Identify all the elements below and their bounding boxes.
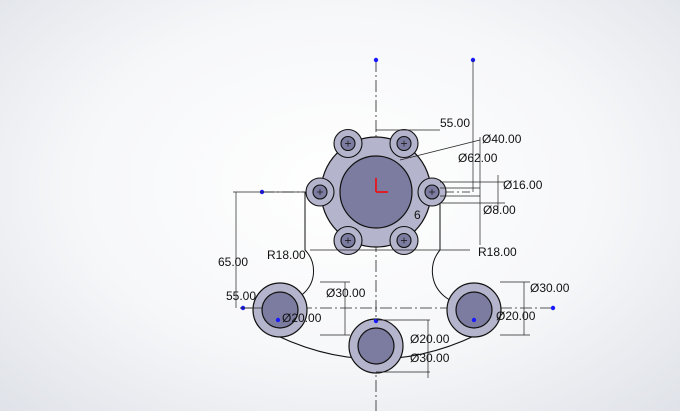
dim-fillet-left[interactable]: R18.00 xyxy=(267,248,306,262)
bolt-hole[interactable] xyxy=(389,225,419,256)
dim-hub-outer-dia[interactable]: Ø62.00 xyxy=(458,151,498,165)
dimension-lines xyxy=(233,60,530,378)
center-mark-icon xyxy=(401,140,407,147)
bolt-hole[interactable] xyxy=(417,177,447,207)
dim-bottom-inner-dia[interactable]: Ø20.00 xyxy=(410,332,450,346)
center-mark-icon xyxy=(345,140,351,147)
center-mark-icon xyxy=(317,189,323,195)
dim-bottom-outer-dia[interactable]: Ø30.00 xyxy=(410,351,450,365)
bottom-boss[interactable] xyxy=(348,318,404,374)
center-mark-icon xyxy=(345,237,351,244)
dim-bolt-count[interactable]: 6 xyxy=(414,208,421,222)
dim-bolt-boss-dia[interactable]: Ø16.00 xyxy=(503,178,543,192)
center-mark-icon xyxy=(429,189,435,195)
dim-left-outer-dia[interactable]: Ø30.00 xyxy=(326,286,366,300)
bolt-hole[interactable] xyxy=(305,177,335,207)
dim-vertical-offset[interactable]: 65.00 xyxy=(218,255,248,269)
dim-left-inner-dia[interactable]: Ø20.00 xyxy=(282,311,322,325)
right-boss[interactable] xyxy=(446,282,502,338)
dim-hub-inner-dia[interactable]: Ø40.00 xyxy=(482,132,522,146)
hub[interactable] xyxy=(305,128,447,256)
left-boss[interactable] xyxy=(252,282,308,338)
dim-right-outer-dia[interactable]: Ø30.00 xyxy=(530,281,570,295)
dim-hub-offset[interactable]: 55.00 xyxy=(440,116,470,130)
dim-bolt-hole-dia[interactable]: Ø8.00 xyxy=(483,203,516,217)
center-mark-icon xyxy=(401,237,407,244)
dim-fillet-right[interactable]: R18.00 xyxy=(478,245,517,259)
dim-left-offset[interactable]: 55.00 xyxy=(226,289,256,303)
bolt-hole[interactable] xyxy=(389,128,419,159)
dim-right-inner-dia[interactable]: Ø20.00 xyxy=(496,309,536,323)
bolt-hole[interactable] xyxy=(333,225,363,256)
bolt-hole[interactable] xyxy=(333,128,363,159)
